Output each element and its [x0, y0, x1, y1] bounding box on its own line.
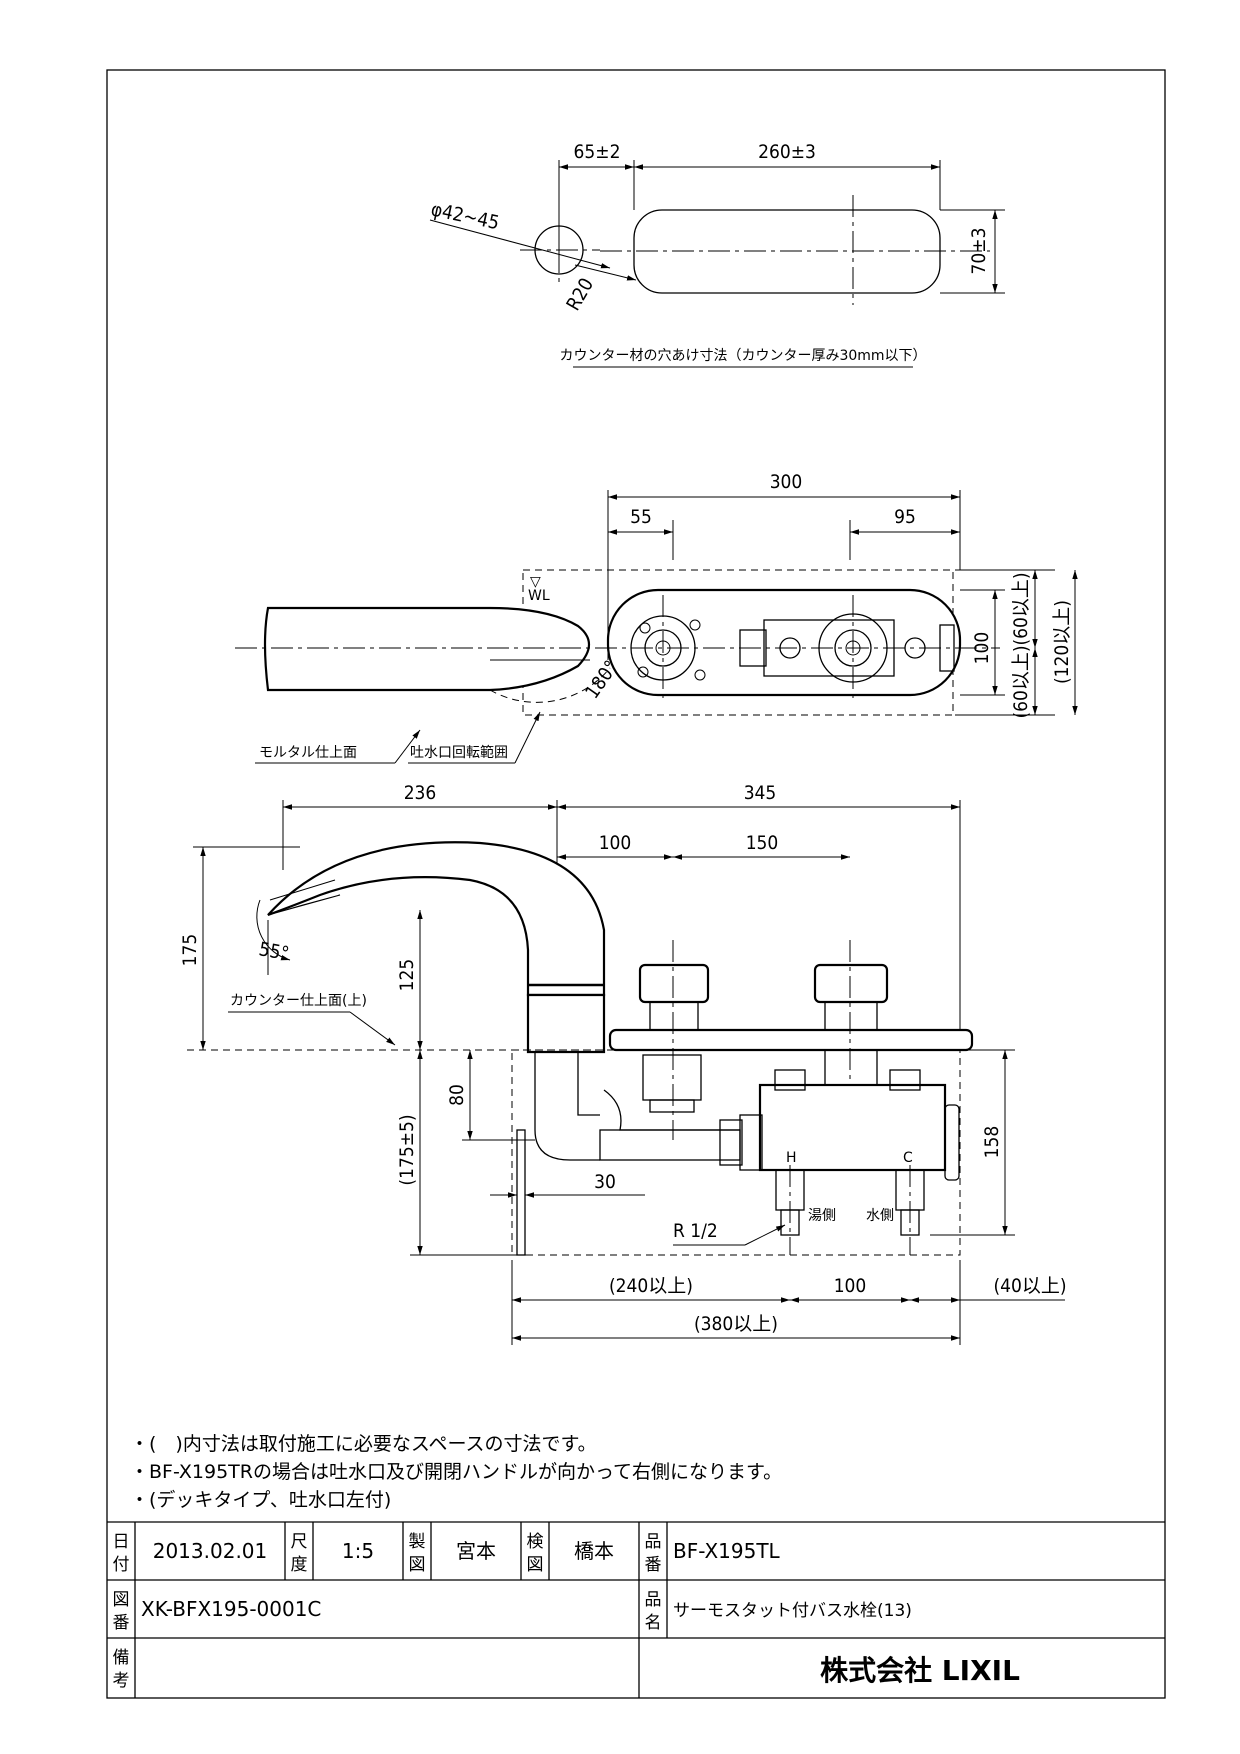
- body-plan: [606, 588, 962, 697]
- checked-label-2: 図: [527, 1555, 544, 1575]
- dim-260: 260±3: [758, 141, 816, 163]
- dim-175: 175: [179, 934, 201, 967]
- drawing-frame: [106, 69, 1166, 1699]
- wl-marker: ▽: [530, 574, 541, 590]
- dim-r20: R20: [562, 274, 598, 314]
- dim-100-front: 100: [599, 832, 632, 854]
- note-2: ・BF-X195TRの場合は吐水口及び開閉ハンドルが向かって右側になります。: [130, 1461, 782, 1483]
- dim-55: 55: [630, 506, 652, 528]
- dim-158: 158: [981, 1126, 1003, 1159]
- drawing-no-label-2: 番: [113, 1613, 130, 1633]
- angle-55: 55°: [257, 938, 291, 965]
- label-hot-side: 湯側: [808, 1207, 836, 1224]
- spout-plan: [263, 606, 591, 692]
- dim-80: 80: [446, 1084, 468, 1106]
- remarks-label-2: 考: [113, 1671, 130, 1691]
- dim-120: (120以上): [1051, 600, 1073, 684]
- cutout-caption: カウンター材の穴あけ寸法（カウンター厚み30mm以下）: [559, 348, 926, 364]
- note-1: ・( )内寸法は取付施工に必要なスペースの寸法です。: [130, 1433, 597, 1455]
- scale-label-1: 尺: [291, 1532, 308, 1552]
- company-logo: 株式会社 LIXIL: [820, 1654, 1020, 1687]
- label-spout-rotation-range: 吐水口回転範囲: [410, 744, 508, 761]
- scale-value: 1:5: [342, 1539, 374, 1563]
- anchor-bolt: [516, 1129, 526, 1256]
- drawn-label-2: 図: [409, 1555, 426, 1575]
- dim-125: 125: [396, 959, 418, 992]
- dim-236: 236: [404, 782, 437, 804]
- mark-h: H: [786, 1150, 797, 1166]
- dim-175-5: (175±5): [396, 1114, 418, 1185]
- dim-65: 65±2: [574, 141, 621, 163]
- part-no: BF-X195TL: [673, 1539, 781, 1563]
- dim-95: 95: [894, 506, 916, 528]
- title-block: 日 付 2013.02.01 尺 度 1:5 製 図 宮本 検 図 橋本 品 番…: [107, 1521, 1165, 1698]
- checked-label-1: 検: [527, 1532, 544, 1552]
- dim-100-bottom: 100: [834, 1275, 867, 1297]
- dim-60-lower: (60以上): [1010, 645, 1032, 718]
- drawn-label-1: 製: [409, 1532, 426, 1552]
- note-3: ・(デッキタイプ、吐水口左付): [130, 1489, 391, 1511]
- front-view: 236 345 100 150 55° 175 125 カウンター仕上面(上): [179, 782, 1067, 1345]
- scale-label-2: 度: [291, 1555, 308, 1575]
- dim-345: 345: [744, 782, 777, 804]
- drawing-no-label-1: 図: [113, 1590, 130, 1610]
- date-value: 2013.02.01: [153, 1539, 268, 1563]
- front-space-outline: [511, 1049, 961, 1256]
- part-no-label-1: 品: [645, 1532, 662, 1552]
- dim-70: 70±3: [968, 228, 990, 275]
- dim-240: (240以上): [609, 1275, 693, 1297]
- thermostat-handle: [813, 963, 889, 1004]
- dim-380: (380以上): [694, 1313, 778, 1335]
- drawing-no: XK-BFX195-0001C: [141, 1597, 321, 1621]
- product-name: サーモスタット付バス水栓(13): [673, 1601, 912, 1621]
- part-no-label-2: 番: [645, 1555, 662, 1575]
- notes: ・( )内寸法は取付施工に必要なスペースの寸法です。 ・BF-X195TRの場合…: [130, 1433, 782, 1511]
- label-mortar-surface: モルタル仕上面: [259, 745, 357, 761]
- dim-150: 150: [746, 832, 779, 854]
- product-label-1: 品: [645, 1590, 662, 1610]
- date-label-2: 付: [113, 1555, 130, 1575]
- wl-label: WL: [528, 588, 550, 604]
- product-label-2: 名: [645, 1613, 662, 1633]
- counter-cutout-view: 65±2 260±3 φ42~45 R20 70±3 カウンター材の穴あけ寸法（…: [429, 141, 1005, 368]
- dim-60-upper: (60以上): [1010, 572, 1032, 645]
- checked-by: 橋本: [574, 1539, 614, 1563]
- dim-300: 300: [770, 471, 803, 493]
- mark-c: C: [903, 1150, 913, 1166]
- dim-40: (40以上): [993, 1275, 1066, 1297]
- spout-front: [267, 841, 606, 997]
- label-counter-surface: カウンター仕上面(上): [230, 993, 367, 1009]
- dim-100-plan: 100: [971, 632, 993, 665]
- date-label-1: 日: [113, 1532, 130, 1552]
- label-cold-side: 水側: [866, 1208, 894, 1224]
- diverter-handle: [638, 963, 710, 1004]
- label-r-half: R 1/2: [673, 1220, 718, 1242]
- plan-view: 300 55 95 ▽ WL 180° 10: [235, 471, 1078, 764]
- remarks-label-1: 備: [113, 1648, 130, 1668]
- deck-plate: [608, 1028, 974, 1052]
- dim-30: 30: [594, 1171, 616, 1193]
- drawn-by: 宮本: [456, 1539, 496, 1563]
